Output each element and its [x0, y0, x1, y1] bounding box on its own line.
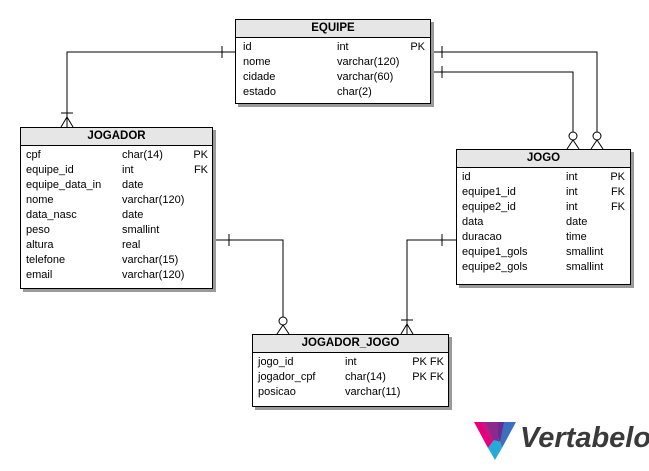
column-row: equipe2_gols smallint — [457, 260, 630, 275]
column-row: id int PK — [457, 170, 630, 185]
column-row: email varchar(120) — [21, 268, 212, 283]
column-key: PK FK — [412, 371, 444, 383]
column-row: equipe1_id int FK — [457, 185, 630, 200]
column-row: cpf char(14) PK — [21, 148, 212, 163]
table-equipe[interactable]: EQUIPE id int PK nome varchar(120) cidad… — [235, 19, 431, 104]
table-jogador[interactable]: JOGADOR cpf char(14) PK equipe_id int FK… — [20, 127, 213, 289]
column-row: telefone varchar(15) — [21, 253, 212, 268]
column-name: posicao — [258, 386, 296, 398]
column-name: id — [243, 41, 252, 53]
column-name: duracao — [462, 231, 502, 243]
column-name: cidade — [243, 71, 276, 83]
column-type: smallint — [122, 224, 160, 236]
column-type: int — [345, 356, 357, 368]
column-name: equipe_data_in — [26, 179, 102, 191]
column-key: FK — [610, 201, 625, 213]
column-name: equipe_id — [26, 164, 74, 176]
column-row: data_nasc date — [21, 208, 212, 223]
column-row: peso smallint — [21, 223, 212, 238]
column-type: varchar(120) — [122, 269, 185, 281]
column-type: smallint — [566, 261, 604, 273]
column-name: peso — [26, 224, 50, 236]
column-type: varchar(120) — [122, 194, 185, 206]
column-type: int — [566, 171, 578, 183]
column-key: PK — [610, 171, 625, 183]
column-type: smallint — [566, 246, 604, 258]
vertabelo-logo-text: Vertabelo — [520, 422, 649, 454]
column-row: data date — [457, 215, 630, 230]
column-name: telefone — [26, 254, 66, 266]
column-type: date — [566, 216, 588, 228]
column-row: nome varchar(120) — [236, 55, 430, 70]
column-row: equipe1_gols smallint — [457, 245, 630, 260]
column-type: date — [122, 209, 144, 221]
table-title: EQUIPE — [236, 20, 430, 38]
column-name: equipe1_id — [462, 186, 516, 198]
table-title: JOGO — [457, 150, 630, 168]
column-key: FK — [610, 186, 625, 198]
column-type: int — [122, 164, 134, 176]
table-jogador-jogo[interactable]: JOGADOR_JOGO jogo_id int PK FK jogador_c… — [252, 334, 449, 407]
column-name: data — [462, 216, 484, 228]
column-name: cpf — [26, 149, 41, 161]
vertabelo-logo: Vertabelo — [472, 418, 649, 462]
column-name: equipe2_gols — [462, 261, 528, 273]
rel-jogador-jogador-jogo — [213, 234, 290, 335]
column-name: estado — [243, 86, 277, 98]
column-row: duracao time — [457, 230, 630, 245]
column-type: varchar(11) — [345, 386, 401, 398]
column-type: date — [122, 179, 144, 191]
column-key: PK FK — [412, 356, 444, 368]
column-row: jogo_id int PK FK — [253, 355, 448, 370]
rel-equipe-jogo-1 — [431, 46, 604, 150]
column-name: jogo_id — [258, 356, 294, 368]
column-type: int — [566, 186, 578, 198]
column-row: nome varchar(120) — [21, 193, 212, 208]
column-type: time — [566, 231, 587, 243]
column-type: varchar(120) — [337, 56, 400, 68]
column-name: id — [462, 171, 471, 183]
column-name: nome — [243, 56, 271, 68]
column-name: email — [26, 269, 53, 281]
column-row: equipe2_id int FK — [457, 200, 630, 215]
rel-equipe-jogador — [60, 46, 235, 128]
column-list: id int PK nome varchar(120) cidade varch… — [236, 38, 430, 100]
column-name: jogador_cpf — [258, 371, 316, 383]
column-row: posicao varchar(11) — [253, 385, 448, 400]
column-name: equipe2_id — [462, 201, 516, 213]
column-type: char(14) — [345, 371, 386, 383]
table-title: JOGADOR — [21, 128, 212, 146]
column-key: FK — [193, 164, 208, 176]
column-type: char(14) — [122, 149, 163, 161]
column-name: altura — [26, 239, 54, 251]
column-row: estado char(2) — [236, 85, 430, 100]
column-row: jogador_cpf char(14) PK FK — [253, 370, 448, 385]
column-name: equipe1_gols — [462, 246, 528, 258]
rel-equipe-jogo-2 — [431, 66, 580, 150]
column-key: PK — [410, 41, 425, 53]
column-name: data_nasc — [26, 209, 77, 221]
column-list: jogo_id int PK FK jogador_cpf char(14) P… — [253, 353, 448, 400]
column-type: varchar(60) — [337, 71, 394, 83]
column-row: equipe_id int FK — [21, 163, 212, 178]
column-type: char(2) — [337, 86, 372, 98]
column-type: real — [122, 239, 141, 251]
column-row: altura real — [21, 238, 212, 253]
vertabelo-logo-icon — [474, 422, 516, 460]
column-row: id int PK — [236, 40, 430, 55]
column-row: cidade varchar(60) — [236, 70, 430, 85]
column-type: int — [566, 201, 578, 213]
column-key: PK — [193, 149, 208, 161]
rel-jogo-jogador-jogo — [400, 234, 456, 335]
column-list: cpf char(14) PK equipe_id int FK equipe_… — [21, 146, 212, 283]
column-list: id int PK equipe1_id int FK equipe2_id i… — [457, 168, 630, 275]
table-jogo[interactable]: JOGO id int PK equipe1_id int FK equipe2… — [456, 149, 631, 285]
table-title: JOGADOR_JOGO — [253, 335, 448, 353]
column-type: int — [337, 41, 349, 53]
column-name: nome — [26, 194, 54, 206]
column-type: varchar(15) — [122, 254, 179, 266]
column-row: equipe_data_in date — [21, 178, 212, 193]
